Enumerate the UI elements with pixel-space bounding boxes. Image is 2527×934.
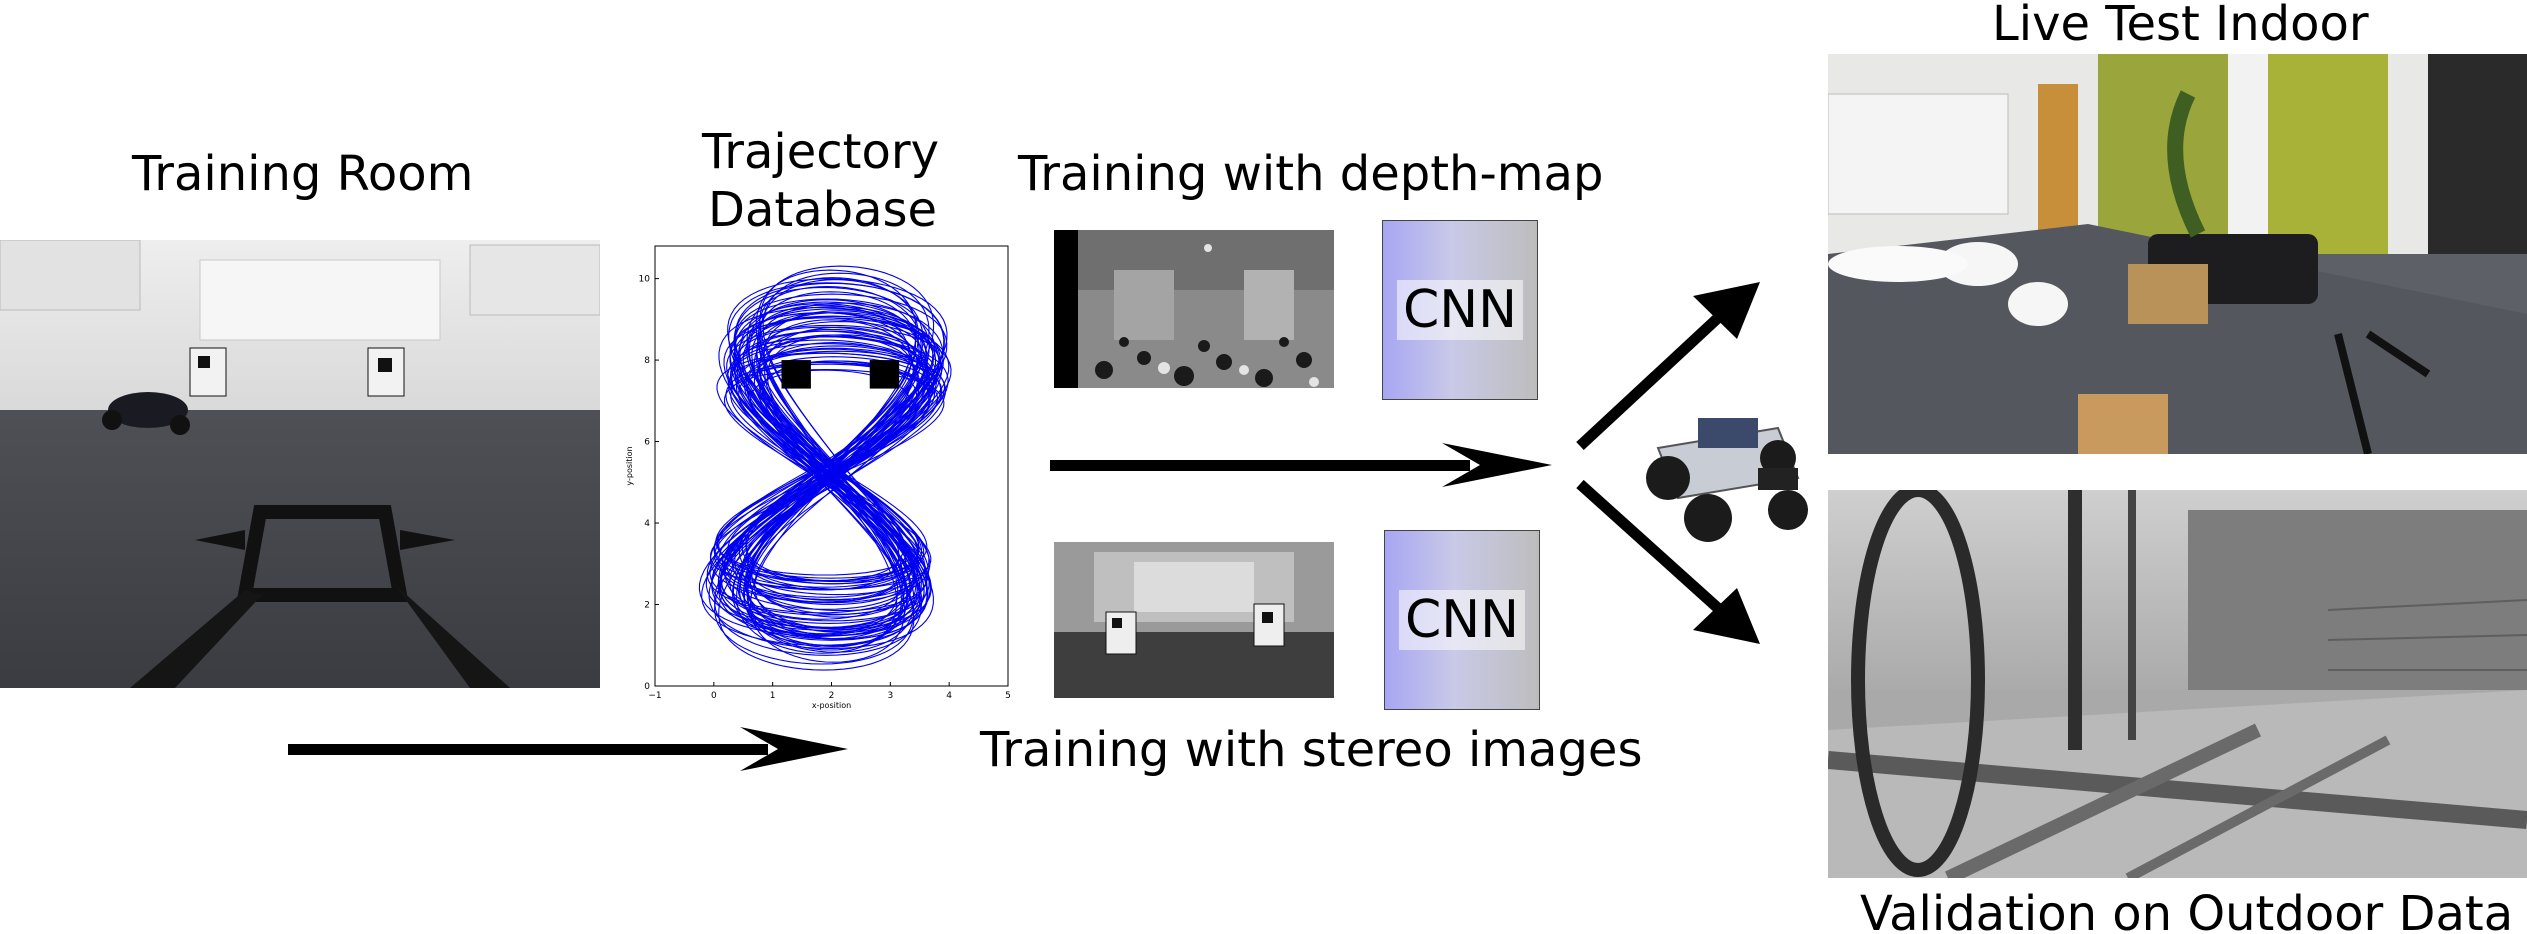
y-tick-label: 8 — [644, 356, 650, 366]
x-tick-label: 0 — [711, 691, 717, 701]
cnn-label-depth: CNN — [1396, 280, 1524, 340]
depth-map-image — [1054, 230, 1334, 388]
trajectory-line — [729, 348, 933, 628]
y-tick-label: 10 — [639, 275, 651, 285]
training-room-label: Training Room — [132, 146, 474, 202]
y-tick-label: 0 — [644, 682, 650, 692]
x-tick-label: 5 — [1005, 691, 1010, 701]
arrow-to-trajectory — [288, 727, 848, 771]
trajectory-line — [747, 319, 914, 601]
stereo-training-label: Training with stereo images — [980, 722, 1643, 778]
x-tick-label: 1 — [770, 691, 776, 701]
validation-label: Validation on Outdoor Data — [1860, 886, 2514, 934]
arrow-to-live-test-head — [1693, 282, 1760, 339]
cnn-box-stereo: CNN — [1384, 530, 1540, 710]
trajectory-line — [714, 312, 927, 591]
trajectory-line — [749, 272, 930, 630]
x-tick-label: 3 — [887, 691, 893, 701]
depth-training-label: Training with depth-map — [1018, 146, 1604, 202]
live-test-indoor-photo — [1828, 54, 2527, 454]
cnn-label-stereo: CNN — [1398, 590, 1526, 650]
y-tick-label: 4 — [644, 519, 650, 529]
x-axis-label: x-position — [812, 701, 851, 710]
trajectory-line — [724, 317, 918, 620]
obstacle-left — [781, 360, 811, 389]
cnn-box-depth: CNN — [1382, 220, 1538, 400]
trajectory-line — [743, 269, 917, 648]
x-tick-label: 2 — [829, 691, 835, 701]
trajectory-database-label-line2: Database — [708, 182, 938, 238]
y-tick-label: 2 — [644, 601, 650, 611]
obstacle-right — [869, 360, 900, 389]
trajectory-line — [718, 298, 936, 582]
trajectory-line — [709, 361, 931, 614]
arrow-to-validation-head — [1693, 588, 1760, 644]
arrow-to-robot — [1050, 443, 1552, 487]
stereo-image — [1054, 542, 1334, 698]
x-tick-label: −1 — [648, 691, 661, 701]
trajectory-lines — [698, 265, 952, 671]
x-tick-label: 4 — [946, 691, 952, 701]
y-axis-label: y-position — [625, 446, 634, 485]
outdoor-validation-photo — [1828, 490, 2527, 878]
y-tick-label: 6 — [644, 438, 650, 448]
robot-car-image — [1628, 398, 1814, 548]
trajectory-database-label-line1: Trajectory — [702, 124, 939, 180]
live-test-label: Live Test Indoor — [1992, 0, 2369, 52]
training-room-photo — [0, 240, 600, 688]
